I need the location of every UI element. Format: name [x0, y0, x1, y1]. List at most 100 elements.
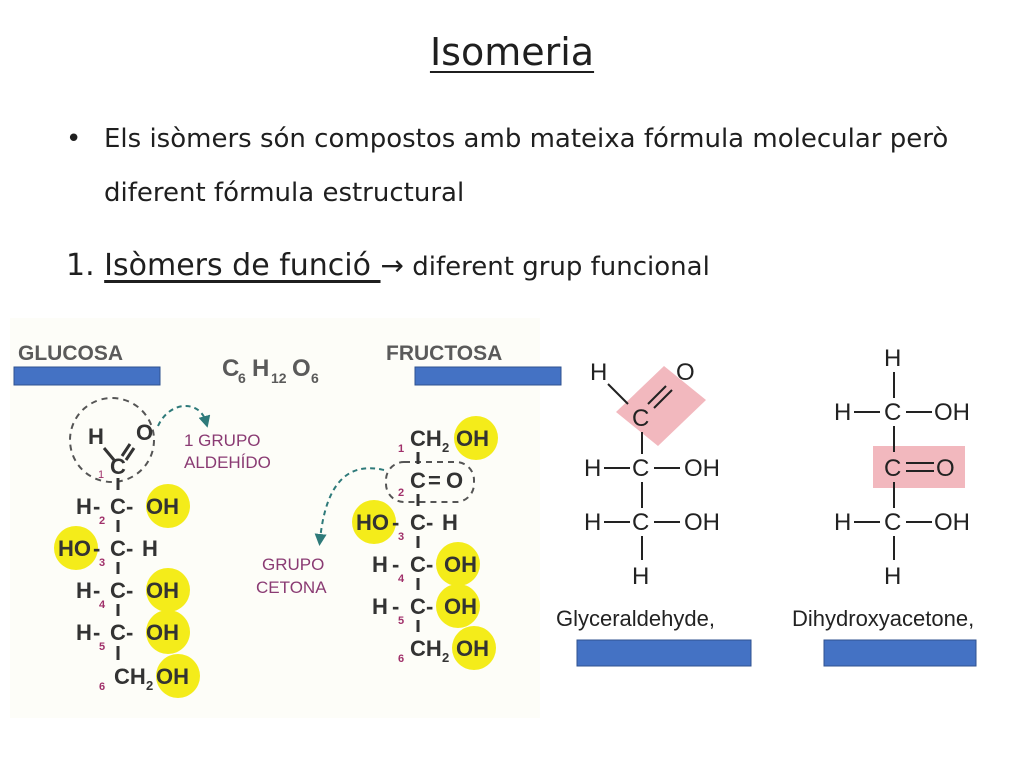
svg-text:CH: CH — [410, 636, 442, 661]
item-heading: Isòmers de funció — [104, 248, 381, 283]
svg-text:OH: OH — [146, 620, 179, 645]
svg-text:C: C — [410, 594, 426, 619]
svg-text:C: C — [632, 405, 649, 432]
svg-text:3: 3 — [99, 557, 105, 569]
svg-text:O: O — [136, 420, 153, 445]
dihydroxyacetone-structure: H H C OH C O H C OH H Dihydroxyacetone, — [792, 345, 974, 631]
bullet-dot-icon: • — [66, 124, 82, 154]
svg-text:H: H — [884, 563, 901, 590]
svg-text:4: 4 — [398, 573, 405, 585]
svg-text:C: C — [884, 399, 901, 426]
svg-text:H: H — [76, 494, 92, 519]
svg-text:-: - — [126, 536, 133, 561]
right-arrow-icon: → — [380, 249, 404, 282]
glyceraldehyde-label: Glyceraldehyde, — [556, 606, 715, 631]
svg-text:C: C — [110, 620, 126, 645]
svg-text:HO: HO — [58, 536, 91, 561]
ketone-annotation: GRUPO CETONA — [256, 555, 327, 597]
svg-text:1: 1 — [398, 443, 404, 455]
svg-text:OH: OH — [456, 426, 489, 451]
svg-text:O: O — [676, 359, 695, 386]
svg-text:H: H — [372, 594, 388, 619]
svg-text:2: 2 — [146, 678, 153, 693]
svg-text:OH: OH — [934, 509, 970, 536]
svg-text:C: C — [884, 455, 901, 482]
svg-text:C: C — [110, 536, 126, 561]
svg-text:C: C — [222, 355, 239, 382]
svg-text:H: H — [584, 455, 601, 482]
svg-text:CH: CH — [410, 426, 442, 451]
svg-text:-: - — [93, 494, 100, 519]
svg-text:H: H — [584, 509, 601, 536]
glucose-name-cover — [13, 366, 161, 386]
svg-text:-: - — [126, 620, 133, 645]
item-number: 1. — [66, 248, 95, 283]
svg-text:OH: OH — [146, 494, 179, 519]
svg-text:OH: OH — [684, 455, 720, 482]
slide-title: Isomeria — [429, 30, 595, 74]
bullet-text: Els isòmers són compostos amb mateixa fó… — [104, 124, 949, 208]
svg-text:2: 2 — [398, 487, 404, 499]
svg-text:-: - — [392, 510, 399, 535]
svg-text:H: H — [834, 399, 851, 426]
svg-text:H: H — [142, 536, 158, 561]
svg-text:C: C — [410, 510, 426, 535]
svg-text:C: C — [110, 494, 126, 519]
svg-text:O: O — [936, 455, 955, 482]
svg-text:OH: OH — [934, 399, 970, 426]
svg-text:OH: OH — [456, 636, 489, 661]
svg-text:-: - — [426, 594, 433, 619]
numbered-item: 1. Isòmers de funció → diferent grup fun… — [66, 248, 710, 283]
svg-text:-: - — [93, 536, 100, 561]
svg-text:OH: OH — [684, 509, 720, 536]
svg-text:C: C — [884, 509, 901, 536]
glucose-label: GLUCOSA — [18, 342, 123, 365]
svg-text:H: H — [590, 359, 607, 386]
svg-text:C: C — [632, 455, 649, 482]
fructose-name-cover — [414, 366, 562, 386]
svg-text:H: H — [884, 345, 901, 372]
svg-text:OH: OH — [444, 552, 477, 577]
svg-text:5: 5 — [99, 641, 105, 653]
svg-text:6: 6 — [398, 653, 404, 665]
svg-text:H: H — [252, 355, 269, 382]
dihydroxyacetone-cover — [823, 639, 977, 667]
svg-text:-: - — [426, 510, 433, 535]
svg-text:-: - — [392, 594, 399, 619]
svg-text:C: C — [410, 552, 426, 577]
svg-text:-: - — [126, 578, 133, 603]
svg-text:C: C — [632, 509, 649, 536]
svg-text:O: O — [292, 355, 311, 382]
svg-text:C: C — [410, 468, 426, 493]
svg-text:HO: HO — [356, 510, 389, 535]
svg-text:1 GRUPO: 1 GRUPO — [184, 431, 261, 450]
svg-text:5: 5 — [398, 615, 404, 627]
aldehyde-annotation: 1 GRUPO ALDEHÍDO — [184, 431, 271, 472]
svg-text:3: 3 — [398, 531, 404, 543]
svg-text:-: - — [126, 494, 133, 519]
svg-text:-: - — [426, 552, 433, 577]
svg-text:OH: OH — [444, 594, 477, 619]
svg-text:CH: CH — [114, 664, 146, 689]
svg-text:-: - — [93, 578, 100, 603]
fructose-label: FRUCTOSA — [386, 342, 502, 365]
dihydroxyacetone-label: Dihydroxyacetone, — [792, 606, 974, 631]
glyceraldehyde-cover — [576, 639, 752, 667]
svg-text:H: H — [76, 620, 92, 645]
molecular-formula: C 6 H 12 O 6 — [222, 355, 319, 386]
svg-text:O: O — [446, 468, 463, 493]
svg-text:OH: OH — [146, 578, 179, 603]
svg-text:C: C — [110, 454, 126, 479]
svg-text:=: = — [428, 468, 441, 493]
svg-text:GRUPO: GRUPO — [262, 555, 324, 574]
svg-text:H: H — [88, 424, 104, 449]
glucose-structure: H O C 1 H-C-OH 2 HO-C-H 3 H-C-OH 4 H-C-O… — [54, 397, 271, 698]
svg-text:ALDEHÍDO: ALDEHÍDO — [184, 453, 271, 472]
bullet-point: • Els isòmers són compostos amb mateixa … — [66, 112, 966, 220]
svg-text:2: 2 — [442, 440, 449, 455]
svg-text:H: H — [632, 563, 649, 590]
svg-text:6: 6 — [238, 370, 246, 386]
svg-text:OH: OH — [156, 664, 189, 689]
svg-text:2: 2 — [99, 515, 105, 527]
